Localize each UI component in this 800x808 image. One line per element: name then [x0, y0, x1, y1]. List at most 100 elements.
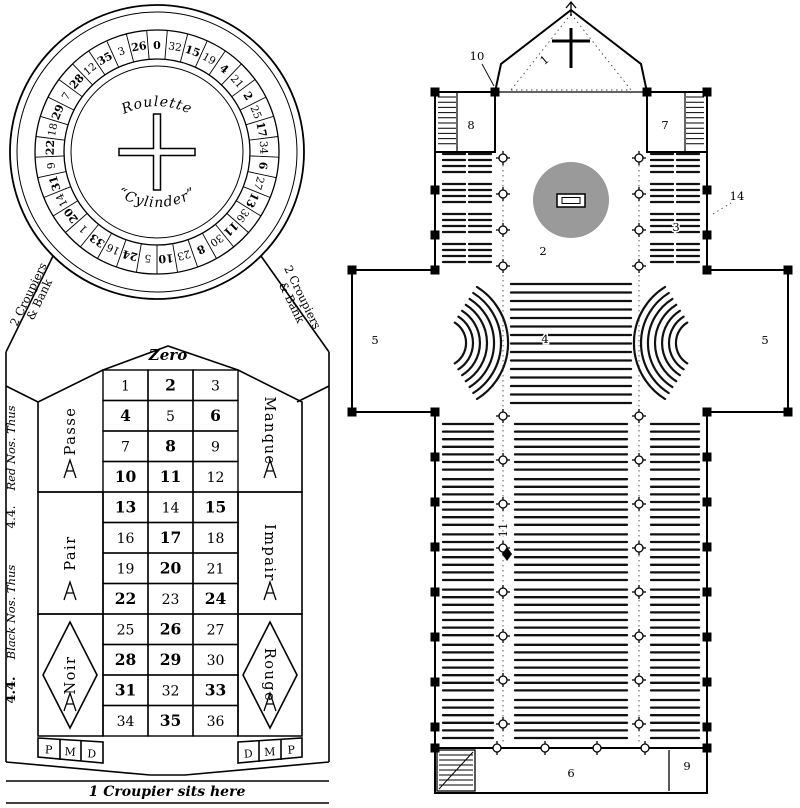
wheel-divider: [239, 96, 267, 111]
plan-label: 5: [761, 333, 768, 347]
wheel-number: 13: [243, 190, 262, 210]
wheel-number: 31: [47, 174, 64, 192]
wheel-number: 24: [121, 247, 139, 264]
wheel-number: 5: [144, 252, 152, 265]
choir-stall-arc: [457, 315, 475, 371]
buttress-square: [702, 497, 712, 507]
choir-stall-arc: [640, 291, 670, 395]
choir-stall-arc: [468, 297, 496, 389]
zero-label: Zero: [148, 346, 187, 364]
wheel-number: 20: [61, 205, 81, 225]
label-rouge: Rouge: [261, 648, 277, 702]
wheel-divider: [88, 50, 106, 76]
column-symbol: [634, 225, 644, 235]
plan-label: 10: [470, 49, 485, 63]
grid-number: 6: [210, 406, 221, 425]
column-symbol: [634, 411, 644, 421]
buttress-square: [702, 722, 712, 732]
grid-number: 24: [205, 589, 227, 608]
wheel-number: 26: [130, 39, 148, 54]
wheel-divider: [249, 136, 279, 141]
grid-number: 7: [121, 439, 130, 455]
grid-number: 5: [166, 409, 175, 425]
foot-letter: M: [264, 745, 276, 759]
croupiers-right-label: 2 Croupiers & Bank: [276, 263, 324, 331]
black-numbers-note: Black Nos. Thus: [4, 565, 18, 661]
plan-label: 14: [730, 189, 745, 203]
buttress-square: [490, 87, 500, 97]
wheel-divider: [72, 63, 93, 86]
column-symbol: [634, 719, 644, 729]
wheel-divider: [65, 213, 88, 233]
choir-stall-arc: [667, 315, 685, 371]
wheel-center-cross: [118, 113, 196, 191]
column-symbol: [498, 455, 508, 465]
column-symbol: [498, 225, 508, 235]
label-passe: Passe: [63, 407, 79, 456]
grid-number: 30: [207, 653, 225, 669]
wheel-number: 11: [221, 219, 241, 239]
wheel-divider: [194, 40, 208, 68]
column-symbol: [634, 675, 644, 685]
choir-stall-arc: [475, 285, 510, 401]
buttress-square: [347, 407, 357, 417]
wheel-number: 0: [153, 39, 161, 52]
grid-number: 27: [207, 622, 225, 638]
buttress-square: [430, 497, 440, 507]
label-manque: Manque: [261, 396, 277, 465]
wheel-number: 29: [49, 103, 67, 122]
grid-number: 14: [162, 500, 180, 516]
buttress-square: [702, 265, 712, 275]
grid-number: 21: [207, 561, 225, 577]
grid-number: 19: [117, 561, 135, 577]
plan-label: 2: [539, 244, 546, 258]
buttress-square: [783, 407, 793, 417]
buttress-square: [430, 587, 440, 597]
grid-number: 18: [207, 531, 225, 547]
red-numbers-note: Red Nos. Thus: [4, 405, 18, 491]
choir-stall-arc: [464, 303, 489, 383]
buttress-square: [430, 265, 440, 275]
wheel-divider: [80, 224, 99, 248]
foot-letter: M: [64, 745, 76, 759]
wheel-divider: [208, 50, 226, 76]
buttress-square: [702, 587, 712, 597]
buttress-square: [702, 743, 712, 753]
side-sections: [37, 369, 303, 764]
wheel-number: 1: [77, 222, 90, 235]
foot-letter: D: [243, 747, 253, 761]
buttress-square: [430, 87, 440, 97]
column-symbol: [634, 631, 644, 641]
grid-number: 22: [115, 589, 137, 608]
stair-hatch-line: [438, 751, 474, 790]
red-numbers-sample: 4.4.: [4, 506, 18, 529]
column-symbol: [634, 455, 644, 465]
buttress-square: [702, 87, 712, 97]
grid-number: 8: [165, 436, 176, 455]
grid-number: 10: [115, 467, 137, 486]
column-symbol: [498, 499, 508, 509]
buttress-square: [430, 542, 440, 552]
wheel-divider: [47, 96, 75, 111]
label-pair: Pair: [63, 535, 79, 570]
wheel-number: 23: [176, 247, 192, 262]
buttress-square: [430, 452, 440, 462]
wheel-divider: [58, 79, 83, 98]
church-outline: [351, 0, 789, 794]
wheel-number: 25: [247, 104, 263, 121]
wheel-number: 4: [217, 62, 231, 77]
buttress-square: [642, 87, 652, 97]
wheel-number: 7: [60, 90, 74, 102]
altar-inner: [561, 197, 581, 204]
rouge-diamond: [242, 620, 298, 730]
wheel-number: 32: [167, 40, 182, 54]
column-symbol: [498, 153, 508, 163]
column-symbol: [634, 587, 644, 597]
wheel-divider: [35, 136, 65, 141]
column-symbol: [634, 153, 644, 163]
column-symbol: [540, 743, 550, 753]
buttress-square: [430, 185, 440, 195]
